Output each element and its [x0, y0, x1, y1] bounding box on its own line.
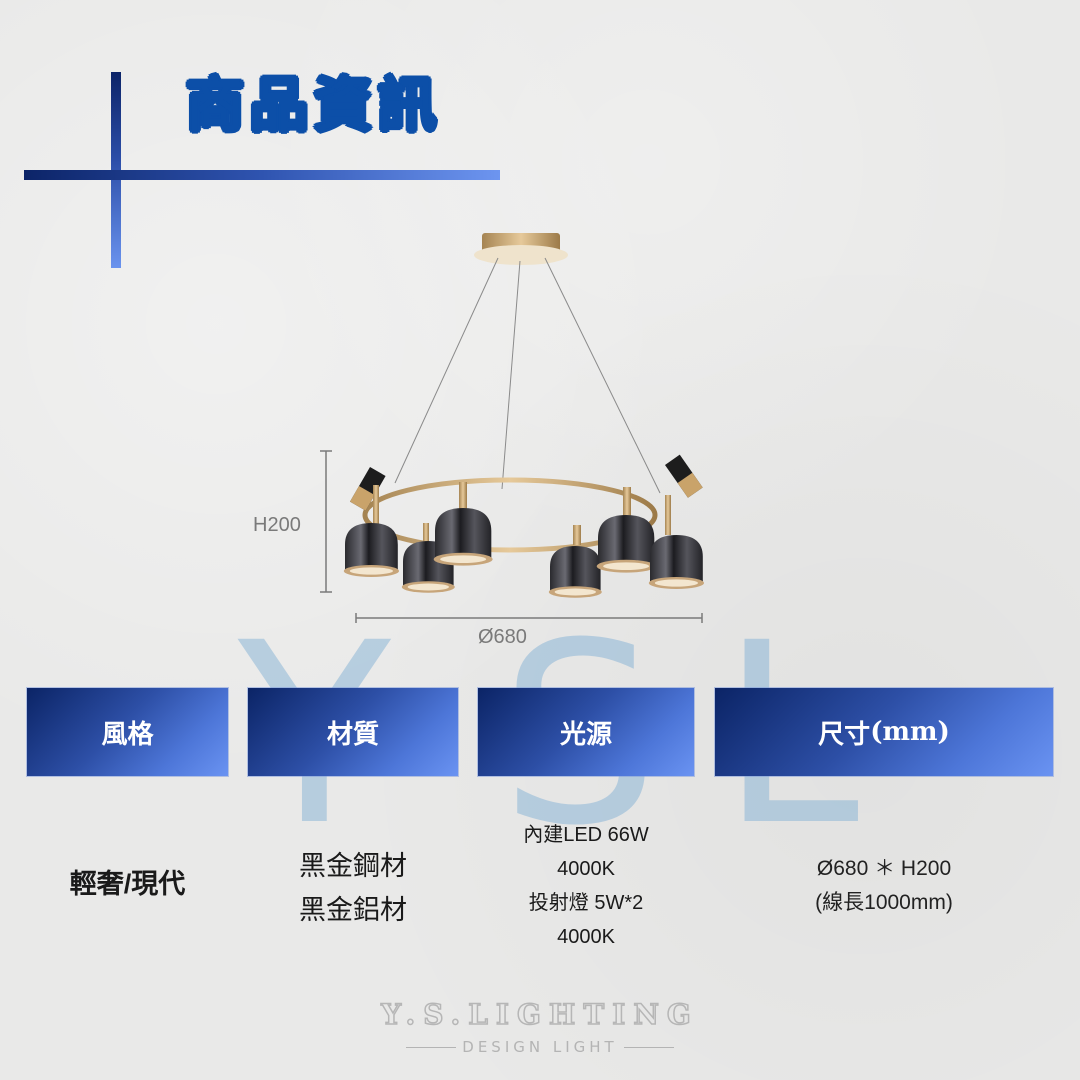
spec-header-style-label: 風格: [101, 719, 154, 750]
spec-header-size-label: 尺寸: [818, 719, 871, 750]
tagline-right-rule: [623, 1047, 674, 1048]
spec-header-size: 尺寸(mm): [715, 688, 1053, 776]
spec-header-style: 風格: [27, 688, 228, 776]
spec-header-material-label: 材質: [326, 719, 379, 750]
title-horizontal-rule: [24, 170, 500, 180]
chandelier-illustration: [320, 233, 704, 623]
diameter-dimension-label: Ø680: [478, 626, 527, 648]
page-title: 商品資訊: [184, 71, 443, 139]
product-image: [240, 225, 720, 625]
light-source-line: 內建LED 66W: [523, 824, 649, 846]
spec-header-material: 材質: [248, 688, 458, 776]
spec-header-size-unit: (mm): [870, 717, 950, 747]
tagline-text: DESIGN LIGHT: [462, 1038, 618, 1056]
brand-tagline: DESIGN LIGHT: [0, 1038, 1080, 1056]
tagline-left-rule: [406, 1047, 457, 1048]
height-dimension-label: H200: [253, 514, 301, 536]
spec-header-light-source-label: 光源: [559, 719, 612, 750]
brand-logo: Y.S.LIGHTING: [380, 997, 699, 1032]
light-source-line: 4000K: [557, 858, 615, 880]
light-source-line: 投射燈 5W*2: [528, 892, 644, 914]
size-line: Ø680 ＊ H200: [816, 857, 952, 880]
spec-header-light-source: 光源: [478, 688, 694, 776]
spec-value-light-source: 內建LED 66W 4000K 投射燈 5W*2 4000K: [478, 818, 694, 954]
spec-value-style: 輕奢/現代: [69, 869, 186, 899]
light-source-line: 4000K: [557, 926, 615, 948]
spec-value-material: 黑金鋼材 黑金鋁材: [248, 844, 458, 932]
size-line: (線長1000mm): [815, 891, 953, 914]
material-line: 黑金鋼材: [299, 851, 407, 881]
spec-value-size: Ø680 ＊ H200 (線長1000mm): [715, 852, 1053, 920]
material-line: 黑金鋁材: [299, 895, 407, 925]
